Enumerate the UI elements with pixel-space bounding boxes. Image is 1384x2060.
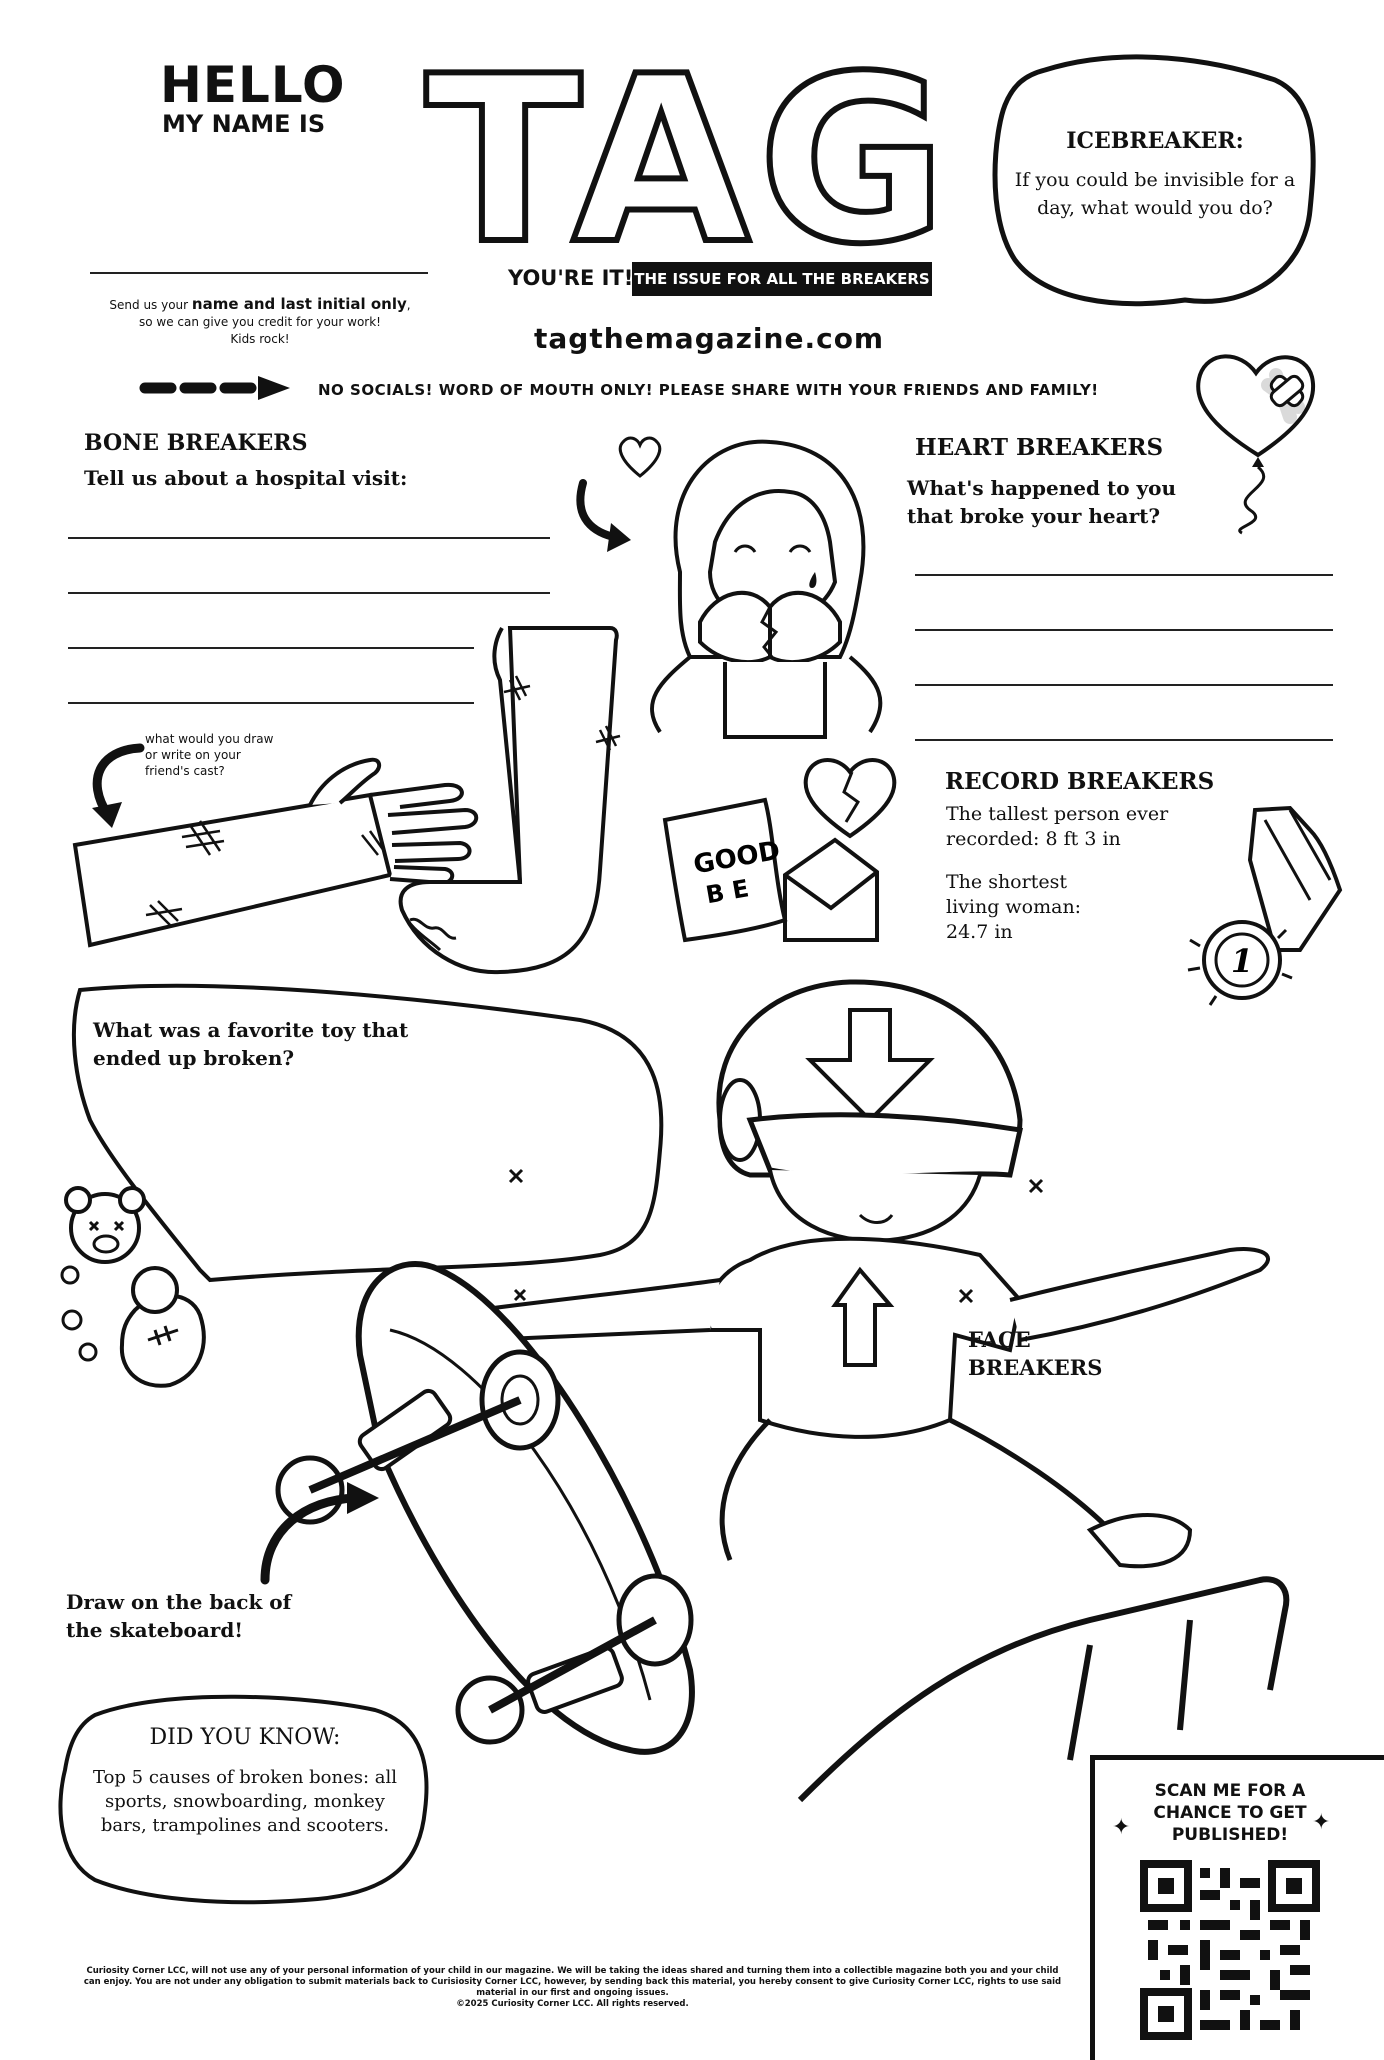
record-breakers-title: RECORD BREAKERS (945, 768, 1215, 795)
sad-girl-broken-heart-illustration (649, 439, 883, 739)
qr-frame (1090, 1755, 1384, 2060)
toy-speech-bubble[interactable] (60, 980, 670, 1310)
icebreaker-cloud (992, 54, 1316, 307)
did-you-know-cloud (58, 1694, 429, 1905)
broken-heart-icon (803, 758, 897, 839)
dashed-arrow-icon (139, 376, 290, 400)
bone-answer-line[interactable] (68, 702, 474, 704)
tag-title-text: TAG (425, 28, 955, 295)
heart-answer-line[interactable] (915, 574, 1333, 576)
name-write-line[interactable] (90, 272, 428, 274)
tag-title-logo: TAG (422, 25, 950, 298)
skater-illustration[interactable] (275, 970, 1290, 1840)
medal-icon: 1 (1187, 805, 1343, 1006)
youre-it-label: YOU'RE IT! (508, 266, 634, 290)
heart-breakers-prompt: What's happened to you that broke your h… (907, 476, 1176, 528)
bone-answer-line[interactable] (68, 647, 474, 649)
record-fact-tallest: The tallest person ever recorded: 8 ft 3… (946, 803, 1169, 850)
curved-arrow-icon (92, 743, 145, 828)
bone-answer-line[interactable] (68, 537, 550, 539)
sparkle-icon: ✦ (1112, 1815, 1131, 1840)
face-breakers-line1: FACE (968, 1327, 1031, 1352)
curved-arrow-icon (260, 1482, 379, 1585)
leg-cast-illustration[interactable] (390, 620, 650, 980)
icebreaker-title: ICEBREAKER: (1066, 128, 1244, 154)
send-name-note: Send us your name and last initial only,… (80, 296, 440, 348)
broken-teddy-bear-illustration (60, 1186, 206, 1388)
medal-number: 1 (1231, 942, 1253, 980)
goodbye-note-illustration: GOOD B E (662, 797, 879, 943)
disclaimer-text: Curiosity Corner LCC, will not use any o… (83, 1966, 1062, 1998)
send-prefix: Send us your (109, 298, 192, 312)
qr-code[interactable] (1140, 1860, 1320, 2040)
issue-strip: THE ISSUE FOR ALL THE BREAKERS (632, 262, 932, 296)
send-suffix: , (406, 298, 411, 312)
heart-answer-line[interactable] (915, 684, 1333, 686)
no-socials-notice: NO SOCIALS! WORD OF MOUTH ONLY! PLEASE S… (318, 381, 1099, 399)
bone-answer-line[interactable] (68, 592, 550, 594)
qr-label: SCAN ME FOR A CHANCE TO GET PUBLISHED! (1153, 1781, 1307, 1845)
icebreaker-question: If you could be invisible for a day, wha… (1014, 169, 1296, 219)
toy-prompt: What was a favorite toy that ended up br… (93, 1018, 409, 1070)
footer-disclaimer: Curiosity Corner LCC, will not use any o… (80, 1966, 1065, 2010)
cast-prompt: what would you draw or write on your fri… (145, 732, 274, 778)
did-you-know-text: Top 5 causes of broken bones: all sports… (92, 1767, 398, 1836)
send-bold: name and last initial only (191, 295, 407, 313)
sparkle-icon: ✦ (1312, 1810, 1331, 1835)
heart-answer-line[interactable] (915, 629, 1333, 631)
copyright-text: ©2025 Curiosity Corner LCC. All rights r… (456, 1999, 689, 2009)
record-fact-shortest: The shortest living woman: 24.7 in (946, 871, 1082, 943)
heart-answer-line[interactable] (915, 739, 1333, 741)
did-you-know-title: DID YOU KNOW: (149, 1725, 341, 1750)
hello-label: HELLO (160, 56, 346, 114)
kids-rock: Kids rock! (230, 332, 290, 346)
website-link[interactable]: tagthemagazine.com (534, 322, 885, 355)
bone-breakers-title: BONE BREAKERS (84, 430, 308, 456)
credit-line: so we can give you credit for your work! (139, 315, 381, 329)
my-name-is-label: MY NAME IS (162, 110, 326, 138)
small-heart-icon (618, 436, 662, 478)
skateboard-prompt: Draw on the back of the skateboard! (66, 1590, 292, 1642)
face-breakers-line2: BREAKERS (968, 1355, 1103, 1380)
curved-arrow-icon (576, 479, 631, 552)
arm-cast-illustration[interactable] (70, 755, 510, 955)
bone-breakers-prompt: Tell us about a hospital visit: (84, 466, 408, 490)
heart-breakers-title: HEART BREAKERS (915, 434, 1164, 461)
face-breakers-title: FACE BREAKERS (968, 1326, 1102, 1382)
bandaged-heart-balloon-icon (1196, 354, 1316, 535)
